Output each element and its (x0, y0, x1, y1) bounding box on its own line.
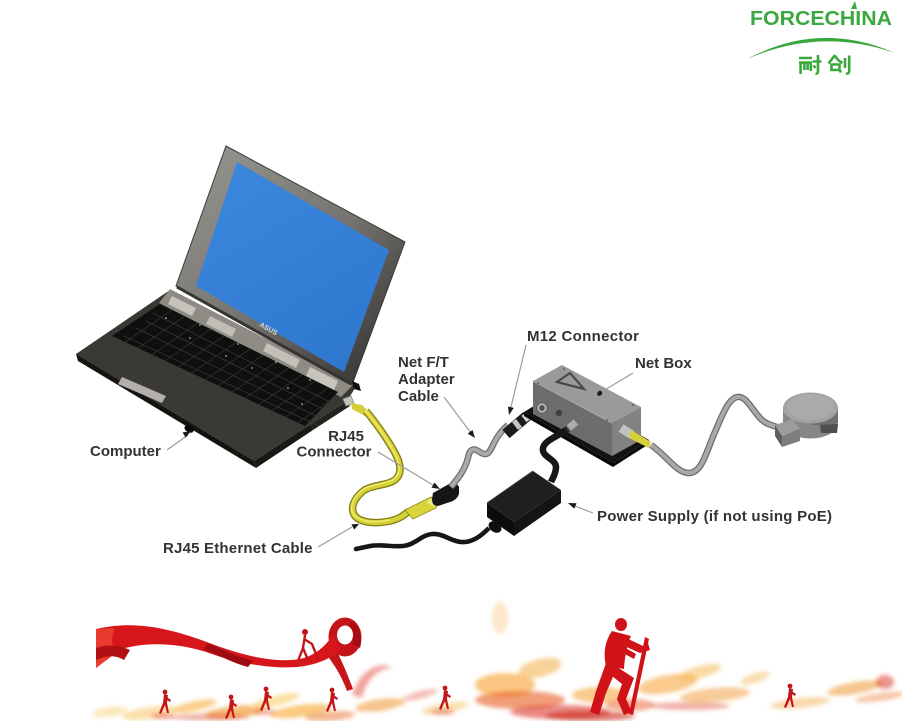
svg-text:M12 Connector: M12 Connector (527, 328, 639, 345)
svg-text:RJ45: RJ45 (328, 428, 364, 445)
svg-text:Net Box: Net Box (635, 355, 692, 372)
svg-text:Connector: Connector (297, 444, 372, 461)
svg-text:RJ45 Ethernet Cable: RJ45 Ethernet Cable (163, 540, 313, 557)
svg-text:FORCECHINA: FORCECHINA (750, 8, 892, 30)
svg-text:Net F/T: Net F/T (398, 354, 449, 371)
svg-text:Cable: Cable (398, 388, 439, 405)
svg-text:Power Supply (if not using PoE: Power Supply (if not using PoE) (597, 508, 832, 525)
svg-text:Computer: Computer (90, 443, 161, 460)
svg-text:Adapter: Adapter (398, 371, 455, 388)
